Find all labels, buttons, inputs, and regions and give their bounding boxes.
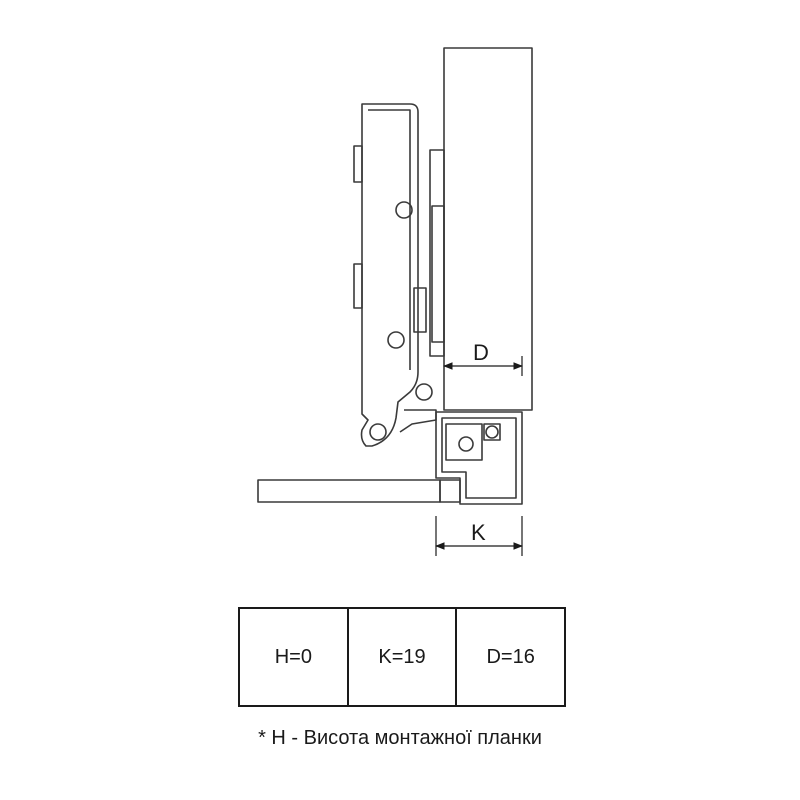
cup-bolt-body — [483, 423, 501, 441]
spec-cell-k: K=19 — [346, 609, 456, 705]
cup-block — [445, 423, 483, 461]
spec-cell-h: H=0 — [274, 645, 312, 668]
bracket-clip — [413, 287, 427, 333]
door-panel — [257, 479, 441, 503]
hinge-linkage — [399, 409, 437, 433]
bracket-slot — [431, 205, 445, 343]
arm-screw-2 — [387, 331, 405, 349]
cup-bolt — [458, 436, 474, 452]
cup-housing — [435, 411, 523, 505]
dimension-k-label: K — [471, 520, 486, 545]
arm-pivot — [369, 423, 387, 441]
cup-housing-inner — [441, 417, 517, 499]
hinge-technical-drawing: D K — [257, 47, 533, 556]
dimension-d — [443, 356, 523, 376]
arm-tab-middle — [353, 263, 363, 309]
dimension-d-label: D — [473, 340, 489, 365]
arm-tab-top — [353, 145, 363, 183]
arm-screw-1 — [395, 201, 413, 219]
arm-screw-3 — [415, 383, 433, 401]
spec-table: H=0 K=19 D=16 — [238, 607, 566, 707]
spec-cell-d: D=16 — [455, 609, 564, 705]
footnote: * Н - Висота монтажної планки — [258, 727, 542, 749]
hinge-arm-inner-line — [368, 109, 411, 370]
hinge-arm — [360, 103, 419, 447]
door-edge-plate — [439, 479, 461, 503]
cup-bolt-head — [485, 425, 499, 439]
dimension-k — [435, 516, 523, 556]
